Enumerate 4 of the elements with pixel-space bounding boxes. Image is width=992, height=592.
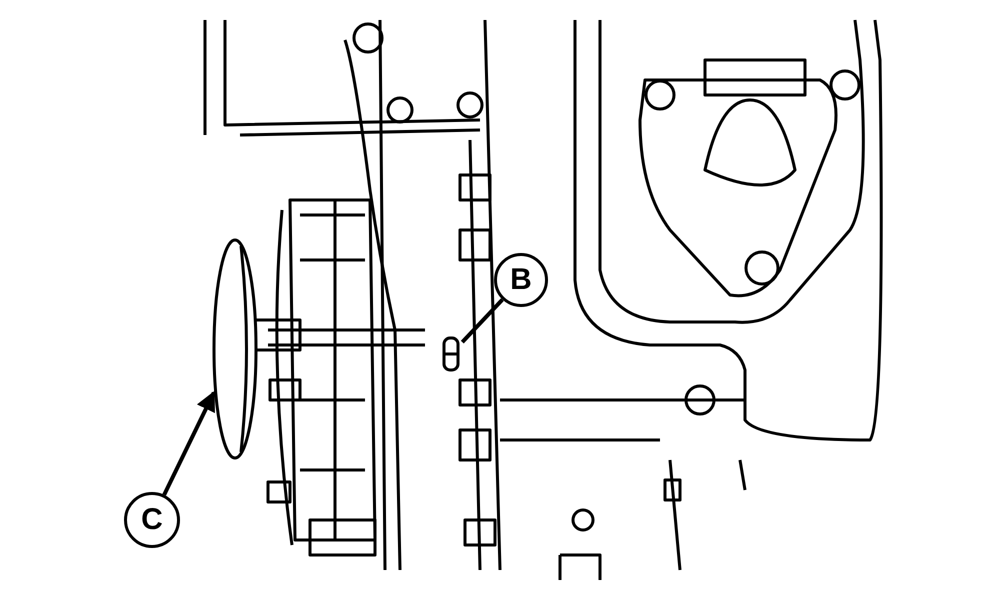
leader-arrow xyxy=(162,390,216,496)
leader-line xyxy=(460,298,504,344)
callout-letter: B xyxy=(494,253,548,307)
callout-letter: C xyxy=(124,492,180,548)
